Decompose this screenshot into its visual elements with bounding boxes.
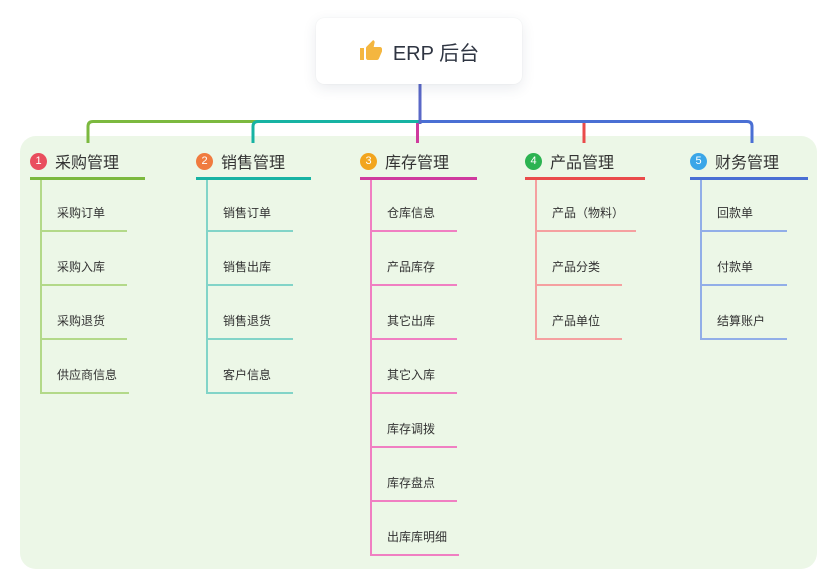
branch-label: 销售管理 (221, 155, 286, 172)
branch-product: 4 产品管理 产品（物料） 产品分类 产品单位 (525, 148, 645, 340)
branch-label: 库存管理 (385, 155, 450, 172)
child-node[interactable]: 客户信息 (208, 340, 293, 394)
branch-sales: 2 销售管理 销售订单 销售出库 销售退货 客户信息 (196, 148, 311, 394)
child-node[interactable]: 库存调拨 (372, 394, 457, 448)
branch-number-badge: 3 (360, 152, 377, 170)
branch-label: 财务管理 (715, 155, 780, 172)
child-node[interactable]: 供应商信息 (42, 340, 130, 394)
child-node[interactable]: 产品单位 (537, 286, 622, 340)
branch-inventory: 3 库存管理 仓库信息 产品库存 其它出库 其它入库 库存调拨 库存盘点 出库库… (360, 148, 477, 556)
child-node[interactable]: 产品分类 (537, 232, 622, 286)
child-node[interactable]: 其它出库 (372, 286, 457, 340)
child-node[interactable]: 销售订单 (208, 180, 293, 232)
child-node[interactable]: 采购退货 (42, 286, 127, 340)
root-title: ERP 后台 (392, 42, 480, 65)
branch-children: 销售订单 销售出库 销售退货 客户信息 (206, 180, 293, 394)
root-node[interactable]: ERP 后台 (316, 18, 522, 84)
branch-finance: 5 财务管理 回款单 付款单 结算账户 (690, 148, 808, 340)
child-node[interactable]: 库存盘点 (372, 448, 457, 502)
branches-panel (20, 136, 817, 569)
child-node[interactable]: 产品库存 (372, 232, 457, 286)
branch-header[interactable]: 5 财务管理 (690, 148, 808, 180)
branch-number-badge: 5 (690, 152, 707, 170)
child-node[interactable]: 结算账户 (702, 286, 787, 340)
branch-number-badge: 4 (525, 152, 542, 170)
branch-header[interactable]: 3 库存管理 (360, 148, 477, 180)
branch-label: 采购管理 (55, 155, 120, 172)
child-node[interactable]: 采购入库 (42, 232, 127, 286)
thumbs-up-icon (359, 40, 382, 60)
branch-header[interactable]: 4 产品管理 (525, 148, 645, 180)
branch-header[interactable]: 2 销售管理 (196, 148, 311, 180)
branch-purchase: 1 采购管理 采购订单 采购入库 采购退货 供应商信息 (30, 148, 145, 394)
child-node[interactable]: 仓库信息 (372, 180, 457, 232)
branch-label: 产品管理 (550, 155, 615, 172)
branch-children: 回款单 付款单 结算账户 (700, 180, 787, 340)
branch-number-badge: 2 (196, 152, 213, 170)
child-node[interactable]: 采购订单 (42, 180, 127, 232)
child-node[interactable]: 回款单 (702, 180, 787, 232)
child-node[interactable]: 销售出库 (208, 232, 293, 286)
branch-children: 采购订单 采购入库 采购退货 供应商信息 (40, 180, 130, 394)
branch-header[interactable]: 1 采购管理 (30, 148, 145, 180)
child-node[interactable]: 付款单 (702, 232, 787, 286)
branch-children: 产品（物料） 产品分类 产品单位 (535, 180, 637, 340)
child-node[interactable]: 销售退货 (208, 286, 293, 340)
child-node[interactable]: 产品（物料） (537, 180, 637, 232)
child-node[interactable]: 其它入库 (372, 340, 457, 394)
child-node[interactable]: 出库库明细 (372, 502, 460, 556)
branch-number-badge: 1 (30, 152, 47, 170)
branch-children: 仓库信息 产品库存 其它出库 其它入库 库存调拨 库存盘点 出库库明细 (370, 180, 460, 556)
